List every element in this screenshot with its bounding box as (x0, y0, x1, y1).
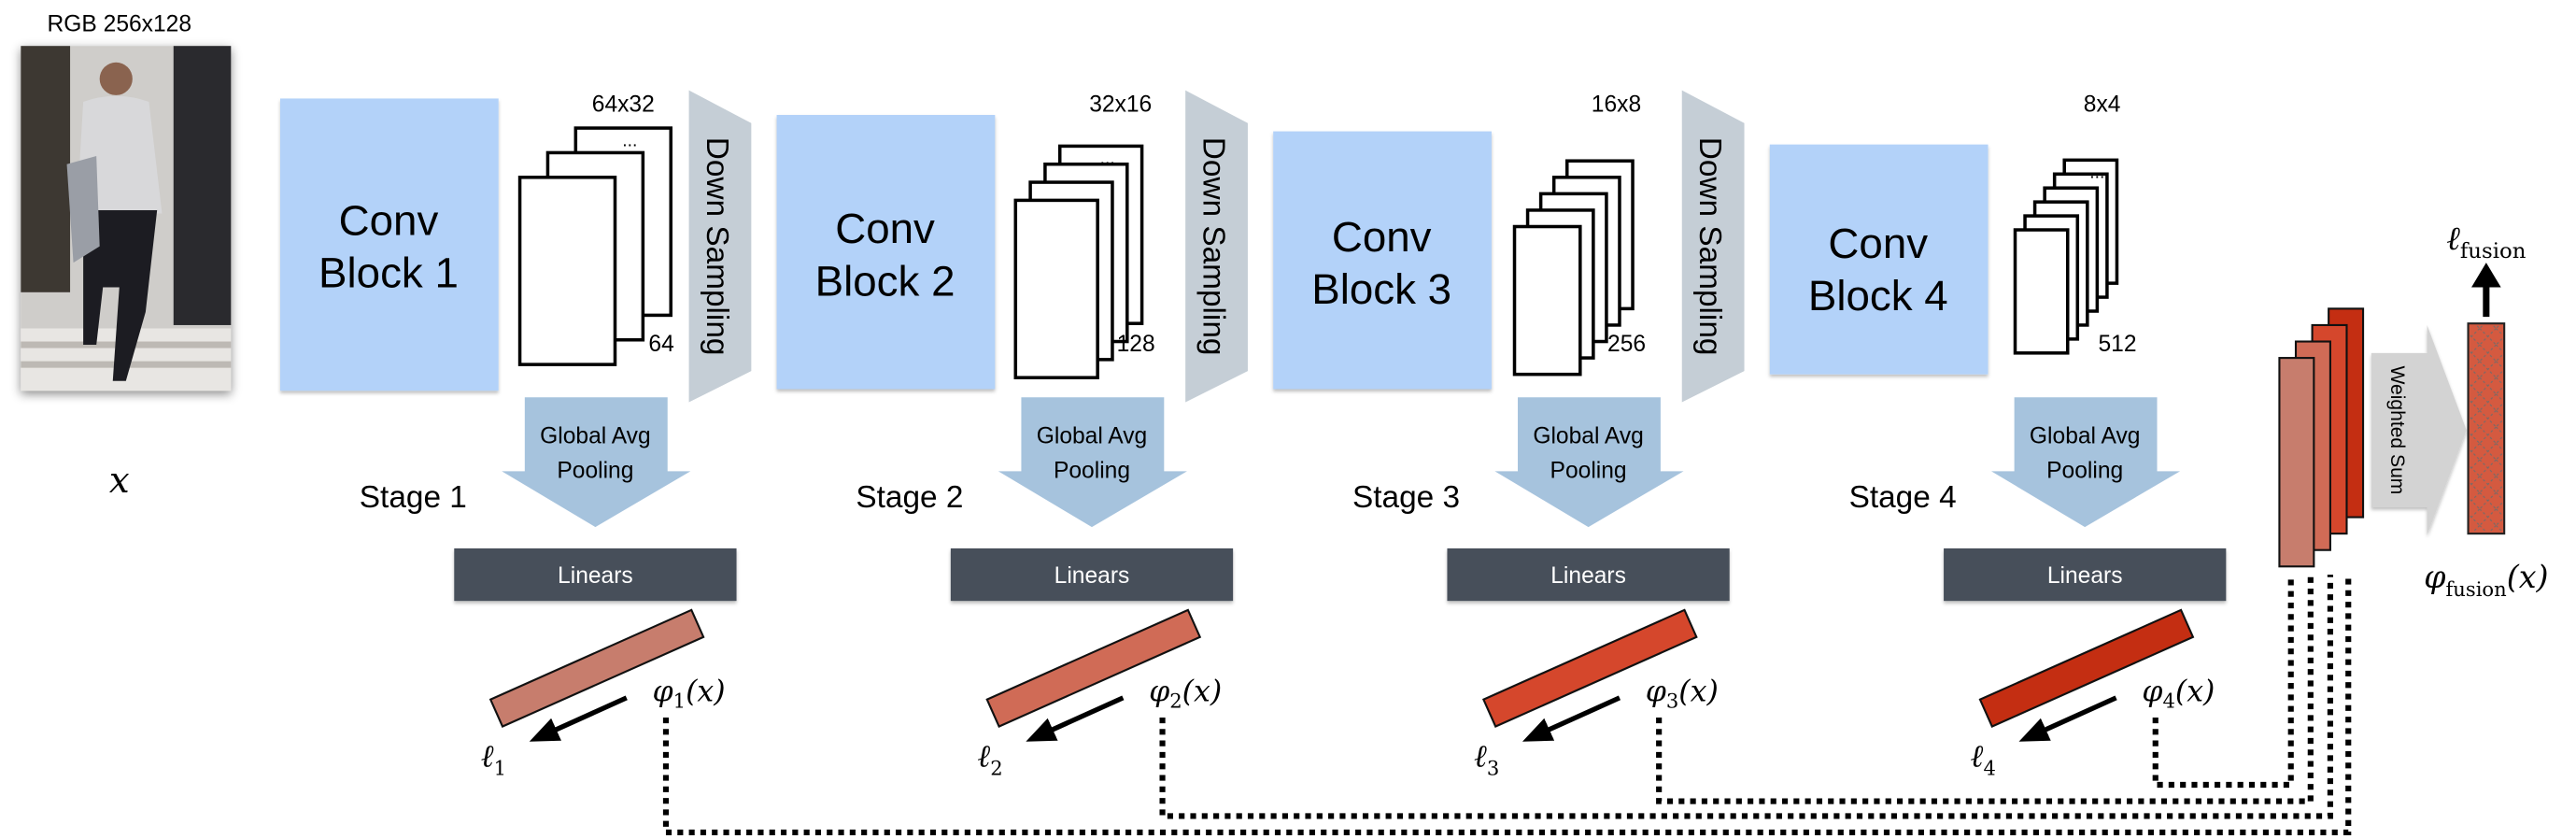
feature-map (1512, 224, 1582, 377)
feature-maps-4: ... 8x4 512 (2013, 92, 2137, 357)
loss-arrow-icon (1026, 695, 1125, 742)
fusion-hatch (2470, 324, 2503, 533)
input-image-group: RGB 256x128 x (21, 11, 232, 502)
channel-count-label: 256 (1607, 332, 1646, 357)
conv-block-title: Conv (1332, 213, 1432, 261)
linears-block: Linears (950, 547, 1234, 602)
down-sampling-3: Down Sampling (1681, 90, 1745, 403)
linears-label: Linears (1550, 563, 1626, 589)
loss-label: ℓ4 (1971, 738, 1996, 780)
loss-arrow-icon (2018, 695, 2117, 742)
loss-label: ℓ2 (977, 738, 1002, 780)
down-sampling-label: Down Sampling (1196, 137, 1230, 356)
spatial-size-label: 16x8 (1592, 92, 1641, 117)
embedding-bar (985, 608, 1202, 728)
embedding-bar (1481, 608, 1698, 728)
dotted-connection-1 (662, 575, 2352, 836)
weighted-sum-arrow: Weighted Sum (2371, 324, 2467, 535)
pooling-label-line1: Global Avg (540, 423, 651, 448)
channel-count-label: 64 (648, 332, 673, 357)
spatial-size-label: 8x4 (2084, 92, 2121, 117)
fusion-loss-label: ℓfusion (2446, 220, 2526, 263)
input-size-label: RGB 256x128 (48, 11, 192, 36)
embedding-bar (488, 608, 705, 728)
dotted-connections (662, 575, 2352, 836)
pooling-label-line1: Global Avg (1533, 423, 1644, 448)
channel-count-label: 512 (2098, 332, 2136, 357)
weighted-sum-label: Weighted Sum (2386, 365, 2408, 494)
down-sampling-label: Down Sampling (700, 137, 734, 356)
ellipsis: ... (1100, 149, 1115, 169)
linears-block: Linears (454, 547, 737, 602)
feature-maps-2: ... 32x16 128 (1013, 92, 1155, 379)
linears-label: Linears (558, 563, 633, 589)
loss-label: ℓ3 (1474, 738, 1499, 780)
stage-label: Stage 2 (856, 480, 963, 515)
down-sampling-label: Down Sampling (1692, 137, 1727, 356)
stage-label: Stage 1 (360, 480, 467, 515)
embedding-label: φ1(x) (653, 675, 726, 712)
pooling-label-line2: Pooling (1054, 458, 1130, 483)
fusion-embedding-label: φfusion(x) (2424, 559, 2548, 601)
linears-label: Linears (1054, 563, 1130, 589)
feature-map (517, 176, 617, 366)
stage-label: Stage 3 (1352, 480, 1460, 515)
input-person-photo (21, 46, 232, 391)
loss-label: ℓ1 (481, 738, 506, 780)
pooling-label-line2: Pooling (1550, 458, 1627, 483)
conv-block-number: Block 3 (1311, 265, 1451, 313)
feature-maps-1: ... 64x32 64 (517, 92, 674, 366)
linears-label: Linears (2047, 563, 2123, 589)
conv-block-number: Block 2 (815, 257, 955, 305)
stacked-embedding-1 (2278, 357, 2315, 568)
conv-block-number: Block 4 (1808, 272, 1948, 320)
pooling-label-line2: Pooling (2046, 458, 2123, 483)
loss-arrow-icon (529, 695, 628, 742)
pooling-label-line1: Global Avg (1037, 423, 1148, 448)
spatial-size-label: 64x32 (592, 92, 655, 117)
down-sampling-1: Down Sampling (688, 90, 752, 403)
down-sampling-2: Down Sampling (1185, 90, 1248, 403)
stacked-embeddings (2278, 307, 2365, 568)
embedding-bar (1978, 608, 2195, 728)
conv-block-number: Block 1 (318, 249, 459, 297)
ellipsis: ... (2089, 164, 2104, 183)
feature-map (2013, 228, 2070, 355)
linears-block: Linears (1447, 547, 1730, 602)
feature-map (1013, 198, 1099, 379)
stage-label: Stage 4 (1849, 480, 1957, 515)
embedding-label: φ2(x) (1149, 675, 1222, 712)
fusion-loss-arrow-icon (2471, 263, 2501, 318)
ellipsis: ... (1599, 164, 1614, 184)
ellipsis: ... (622, 131, 637, 150)
input-symbol: x (109, 460, 130, 502)
conv-block-title: Conv (835, 205, 935, 252)
embedding-label: φ4(x) (2142, 675, 2215, 712)
conv-block-title: Conv (339, 196, 439, 244)
feature-maps-3: ... 16x8 256 (1512, 92, 1646, 377)
embedding-label: φ3(x) (1646, 675, 1719, 712)
pooling-label-line2: Pooling (557, 458, 633, 483)
pooling-label-line1: Global Avg (2030, 423, 2141, 448)
channel-count-label: 128 (1117, 332, 1155, 357)
linears-block: Linears (1944, 547, 2227, 602)
conv-block-title: Conv (1828, 220, 1928, 267)
fusion-group: Weighted Sum ℓfusion φfusion(x) (2278, 220, 2549, 601)
loss-arrow-icon (1522, 695, 1621, 742)
spatial-size-label: 32x16 (1089, 92, 1152, 117)
dotted-connection-2 (1159, 575, 2333, 819)
